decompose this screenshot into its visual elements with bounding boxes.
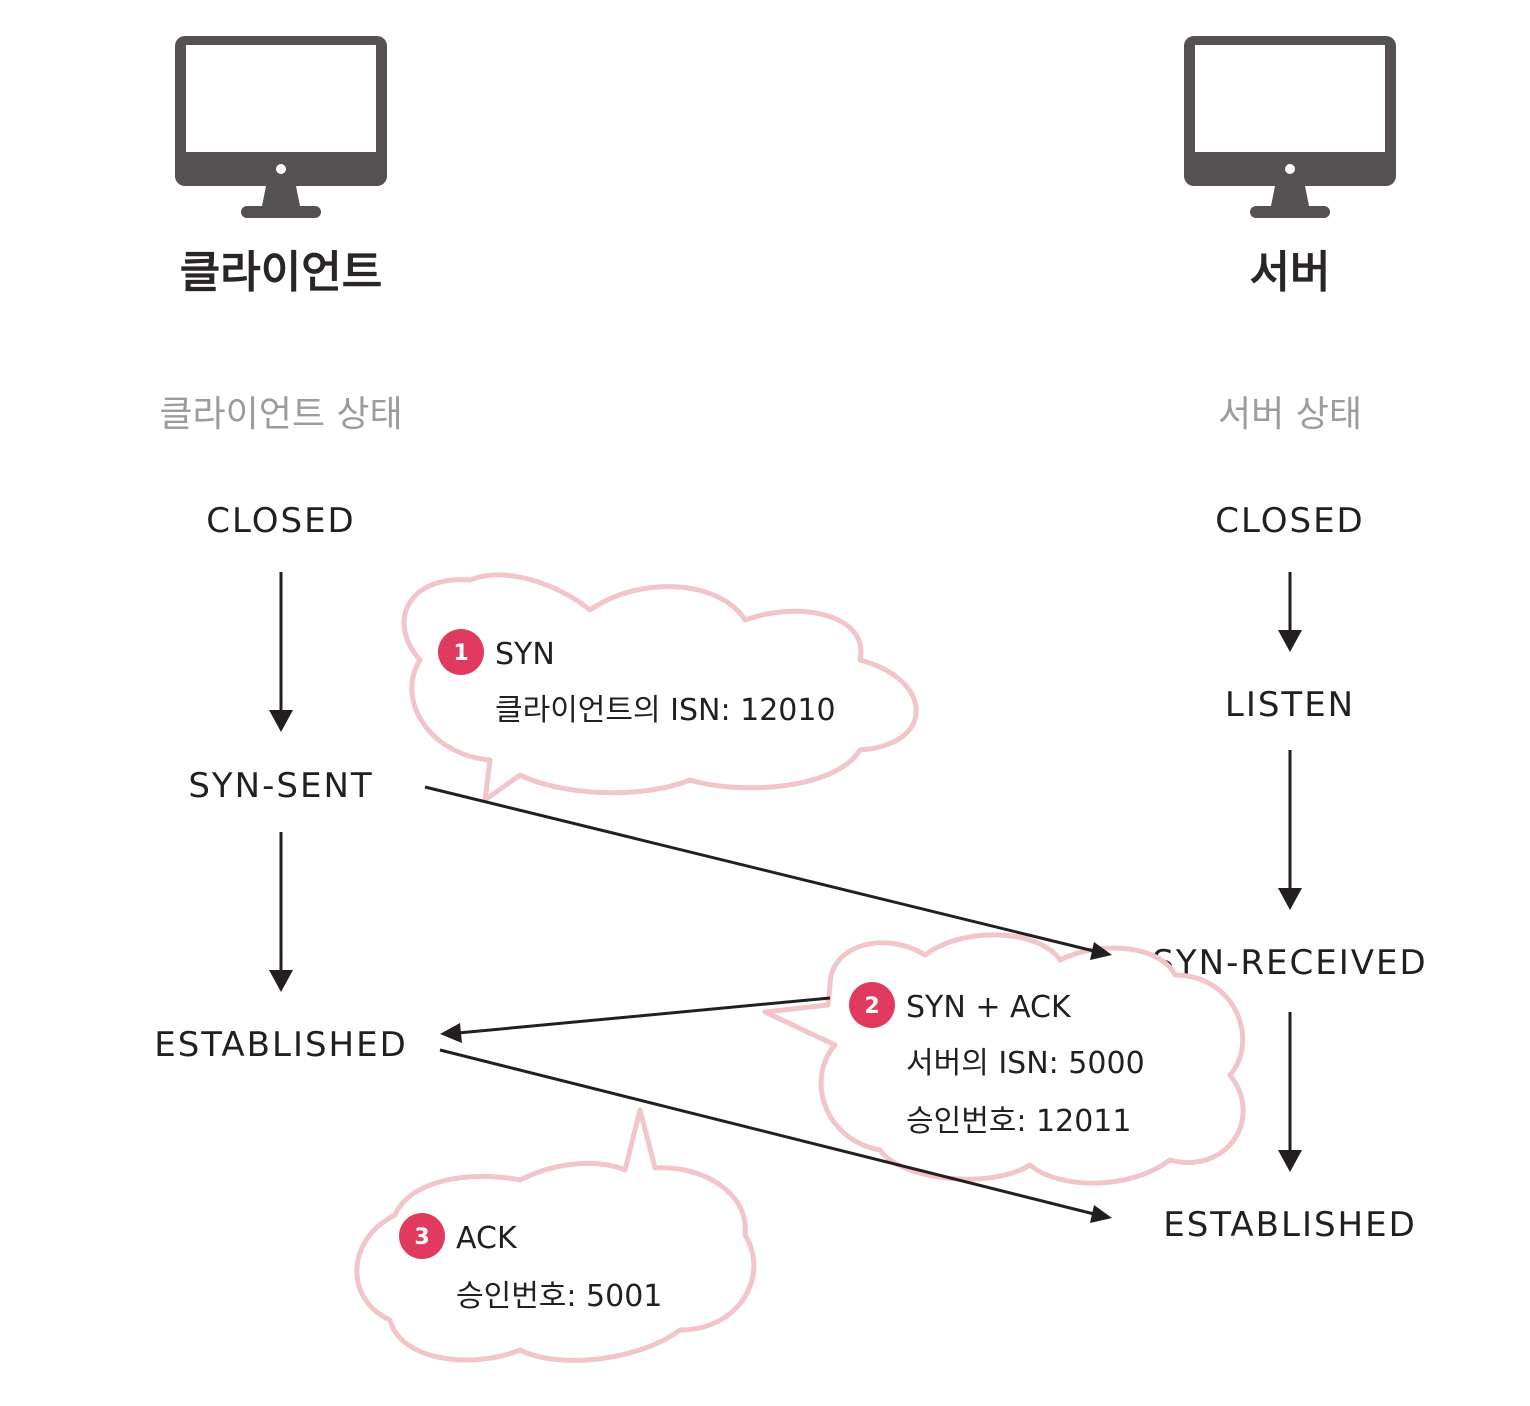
client-state-closed: CLOSED (206, 501, 355, 541)
step-badge (399, 1213, 445, 1259)
ack-arrow (439, 1048, 1112, 1223)
client-state-header: 클라이언트 상태 (159, 394, 402, 435)
server-transition-arrow (1278, 750, 1302, 910)
message-bubble-syn (401, 572, 919, 803)
client-transition-arrow (269, 572, 293, 732)
client-title: 클라이언트 (180, 247, 382, 298)
message-detail: 승인번호: 12011 (906, 1104, 1131, 1139)
message-detail: 승인번호: 5001 (456, 1279, 662, 1314)
server-transition-arrow (1278, 572, 1302, 652)
message-label: SYN + ACK (906, 990, 1072, 1025)
server-state-header: 서버 상태 (1218, 394, 1362, 435)
monitor-icon (1184, 36, 1396, 218)
message-detail: 클라이언트의 ISN: 12010 (495, 693, 836, 728)
syn-ack-arrow (440, 996, 831, 1043)
message-ack: 3 ACK 승인번호: 5001 (399, 1213, 662, 1314)
step-number: 2 (864, 994, 879, 1019)
server-state-established: ESTABLISHED (1163, 1205, 1417, 1245)
message-syn-ack: 2 SYN + ACK 서버의 ISN: 5000 승인번호: 12011 (849, 982, 1145, 1139)
server-state-listen: LISTEN (1225, 685, 1355, 725)
message-syn: 1 SYN 클라이언트의 ISN: 12010 (438, 629, 836, 728)
step-number: 3 (414, 1225, 429, 1250)
server-state-closed: CLOSED (1215, 501, 1364, 541)
client-transition-arrow (269, 832, 293, 992)
message-label: ACK (456, 1221, 518, 1256)
message-bubble-ack (354, 1107, 757, 1363)
client-state-established: ESTABLISHED (154, 1025, 408, 1065)
monitor-icon (175, 36, 387, 218)
step-number: 1 (453, 641, 468, 666)
server-title: 서버 (1250, 247, 1331, 298)
message-detail: 서버의 ISN: 5000 (906, 1046, 1145, 1081)
server-transition-arrow (1278, 1012, 1302, 1172)
step-badge (438, 629, 484, 675)
client-state-syn-sent: SYN-SENT (188, 766, 373, 806)
message-label: SYN (495, 637, 555, 672)
syn-arrow (424, 785, 1112, 960)
step-badge (849, 982, 895, 1028)
